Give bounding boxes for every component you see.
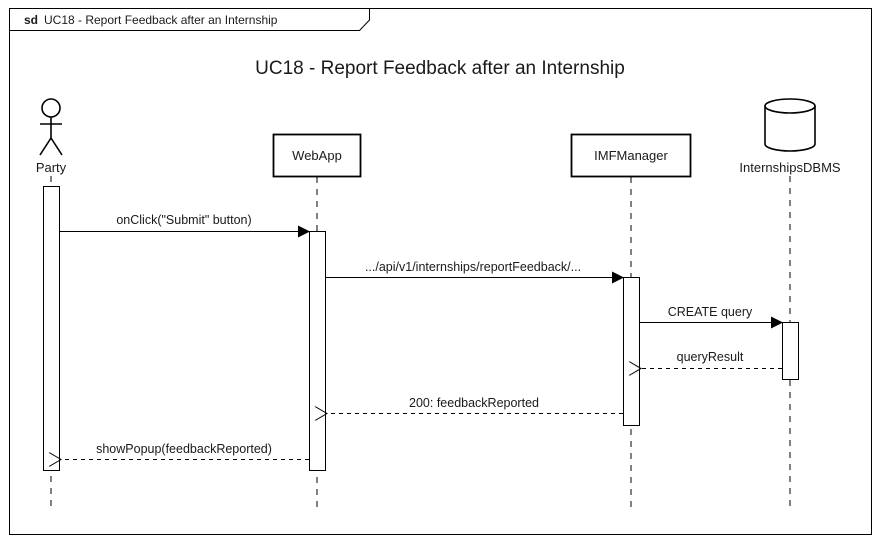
- message-label-4: queryResult: [677, 350, 744, 364]
- activation-party: [43, 186, 60, 471]
- activation-dbms: [782, 322, 799, 380]
- diagram-title: UC18 - Report Feedback after an Internsh…: [255, 58, 625, 79]
- participant-label-party: Party: [36, 160, 67, 175]
- actor-right-leg: [50, 137, 63, 156]
- participant-box-imfmanager: [570, 133, 692, 178]
- participant-label-imfmanager: IMFManager: [594, 148, 668, 163]
- activation-imfmanager: [623, 277, 640, 426]
- participant-box-webapp: [272, 133, 362, 178]
- activation-webapp: [309, 231, 326, 471]
- message-label-5: 200: feedbackReported: [409, 396, 539, 410]
- participant-label-webapp: WebApp: [292, 148, 342, 163]
- actor-party: [39, 98, 63, 156]
- message-label-1: onClick("Submit" button): [116, 213, 251, 227]
- message-label-6: showPopup(feedbackReported): [96, 442, 272, 456]
- actor-left-leg: [39, 137, 52, 156]
- participant-label-dbms: InternshipsDBMS: [739, 160, 840, 175]
- database-icon: [764, 98, 816, 152]
- frame-name: UC18 - Report Feedback after an Internsh…: [44, 13, 278, 27]
- message-label-3: CREATE query: [668, 305, 753, 319]
- actor-head: [41, 98, 61, 118]
- frame-tag-box: [9, 8, 370, 31]
- message-label-2: .../api/v1/internships/reportFeedback/..…: [365, 260, 581, 274]
- frame-keyword: sd: [24, 13, 38, 27]
- frame-border: [9, 8, 872, 535]
